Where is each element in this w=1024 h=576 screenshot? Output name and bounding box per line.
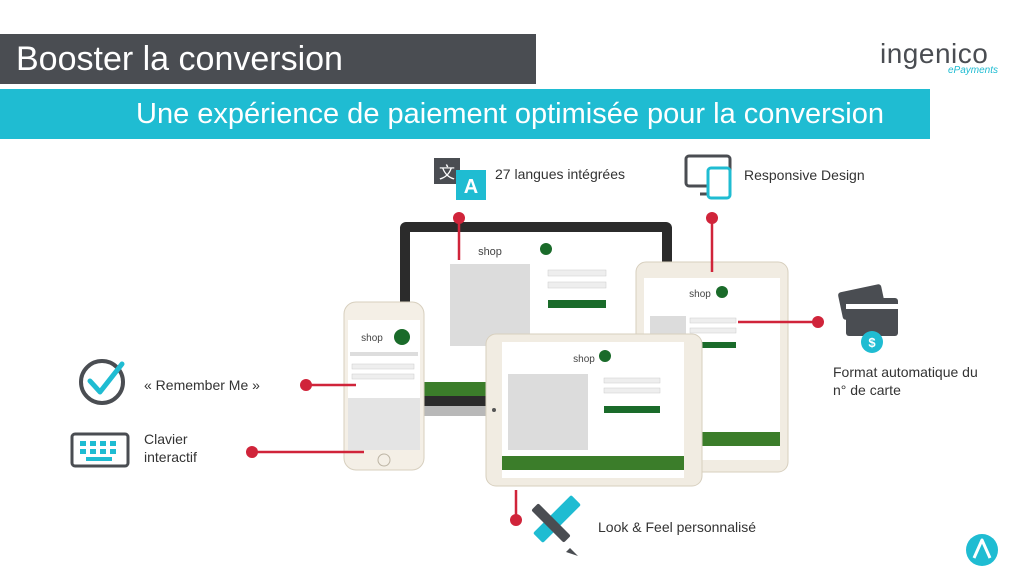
- devices-icon: [684, 154, 732, 200]
- page-title: Booster la conversion: [16, 40, 343, 78]
- subtitle-bar: [0, 89, 930, 139]
- tablet-center-mockup: shop: [485, 333, 703, 487]
- feature-keyboard-line1: Clavier: [144, 431, 188, 447]
- design-tools-icon: [532, 495, 581, 556]
- svg-text:shop: shop: [478, 246, 502, 258]
- keyboard-icon: [70, 432, 130, 468]
- page-subtitle: Une expérience de paiement optimisée pou…: [136, 98, 884, 130]
- card-dollar-icon: $: [838, 284, 898, 353]
- svg-text:A: A: [464, 176, 478, 198]
- connector-dots: [246, 212, 824, 526]
- feature-card-format-line2: n° de carte: [833, 382, 901, 398]
- svg-text:shop: shop: [689, 289, 711, 300]
- title-bar: [0, 34, 536, 84]
- corner-logo-icon: [966, 534, 998, 566]
- checkmark-icon: [79, 359, 125, 405]
- svg-text:文: 文: [439, 163, 455, 182]
- feature-responsive: Responsive Design: [744, 167, 865, 183]
- ingenico-logo: ingenico: [880, 38, 989, 69]
- svg-text:shop: shop: [361, 333, 383, 344]
- feature-look-feel: Look & Feel personnalisé: [598, 519, 756, 535]
- phone-mockup: shop: [343, 301, 425, 471]
- translate-icon: 文 A: [434, 158, 486, 200]
- svg-text:shop: shop: [573, 354, 595, 365]
- feature-remember-me: « Remember Me »: [144, 377, 260, 393]
- feature-card-format-line1: Format automatique du: [833, 364, 978, 380]
- feature-keyboard-line2: interactif: [144, 449, 197, 465]
- feature-languages: 27 langues intégrées: [495, 166, 625, 182]
- ingenico-logo-tagline: ePayments: [948, 65, 999, 76]
- connector-lines: [252, 218, 818, 518]
- svg-text:$: $: [868, 335, 876, 350]
